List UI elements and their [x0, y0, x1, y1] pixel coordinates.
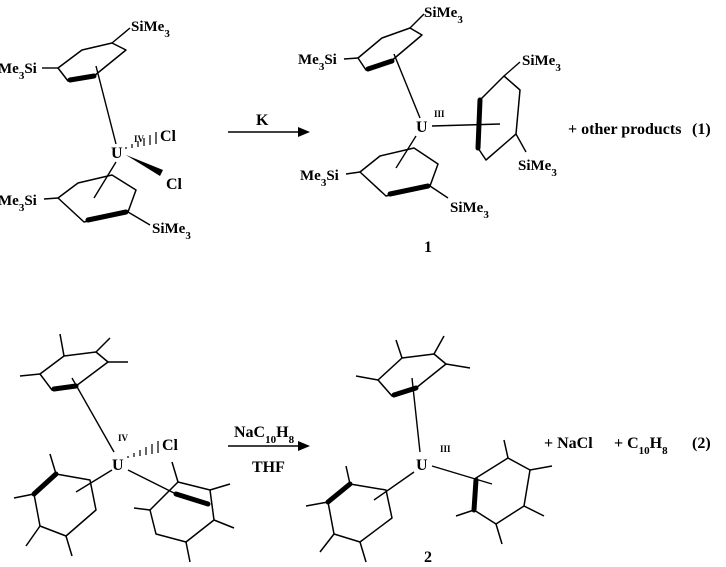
reaction-1: SiMe3 Me3Si U IV Cl Cl — [0, 5, 711, 256]
cpme4-ring-bottom-left — [13, 453, 113, 557]
reagent-sodium-naphthalenide: NaC10H8 — [234, 424, 295, 446]
product-sime3-top: SiMe3 — [424, 5, 463, 26]
reaction-arrow-1: K — [228, 112, 310, 137]
wedge-bond-cl — [126, 155, 163, 176]
product-cpme4-ring-left — [305, 465, 415, 563]
product-cp-ring-top — [343, 13, 425, 119]
reaction-arrow-2: NaC10H8 THF — [228, 424, 310, 476]
oxidation-state-label: IV — [134, 134, 145, 144]
product-sime3-right-top: SiMe3 — [522, 53, 561, 74]
reactant-2: U IV Cl — [13, 333, 235, 563]
hashed-bond-cl — [125, 132, 157, 149]
product-2: U III 2 — [305, 335, 553, 566]
reaction-2: U IV Cl — [13, 333, 711, 566]
compound-number-2: 2 — [424, 549, 432, 566]
cp-ring-top — [42, 27, 131, 145]
reactant-1: SiMe3 Me3Si U IV Cl Cl — [0, 19, 191, 242]
cp-ring-bottom — [43, 161, 151, 226]
equation-number-1: (1) — [692, 121, 711, 138]
product-uranium-label: U — [416, 119, 428, 136]
chloride-label-2: Cl — [166, 176, 183, 193]
uranium-label-2: U — [112, 457, 124, 474]
uranium-label: U — [111, 145, 123, 162]
product-oxidation-label: III — [434, 109, 445, 119]
oxidation-state-label-2: IV — [118, 433, 129, 443]
product-me3si-bottom: Me3Si — [300, 168, 339, 189]
product-cpme4-ring-right — [431, 439, 553, 545]
sime3-label-top: SiMe3 — [131, 19, 170, 40]
product-cp-ring-right — [431, 61, 527, 161]
byproduct-nacl: + NaCl — [544, 435, 593, 452]
me3si-label-bottom: Me3Si — [0, 193, 37, 214]
product-sime3-bottom: SiMe3 — [450, 200, 489, 221]
reagent-potassium: K — [256, 112, 269, 129]
chloride-label-3: Cl — [162, 437, 179, 454]
me3si-label-top: Me3Si — [0, 61, 37, 82]
equation-number-2: (2) — [692, 435, 711, 452]
product-me3si-top: Me3Si — [298, 52, 337, 73]
product-cpme4-ring-top — [355, 335, 471, 453]
product-1: SiMe3 Me3Si U III SiMe3 SiMe3 — [298, 5, 561, 256]
cpme4-ring-top — [19, 333, 128, 453]
product-cp-ring-bottom — [345, 135, 449, 199]
sime3-label-bottom: SiMe3 — [152, 221, 191, 242]
hashed-bond-cl-2 — [127, 441, 159, 458]
cpme4-ring-bottom-right — [127, 461, 235, 563]
other-products-label: + other products — [568, 121, 681, 138]
reagent-solvent-thf: THF — [252, 459, 285, 476]
product-uranium-label-2: U — [416, 457, 428, 474]
chloride-label-1: Cl — [160, 128, 177, 145]
product-oxidation-label-2: III — [440, 444, 451, 454]
product-sime3-right-bottom: SiMe3 — [518, 158, 557, 179]
compound-number-1: 1 — [424, 239, 432, 256]
byproduct-naphthalene: + C10H8 — [614, 435, 668, 457]
